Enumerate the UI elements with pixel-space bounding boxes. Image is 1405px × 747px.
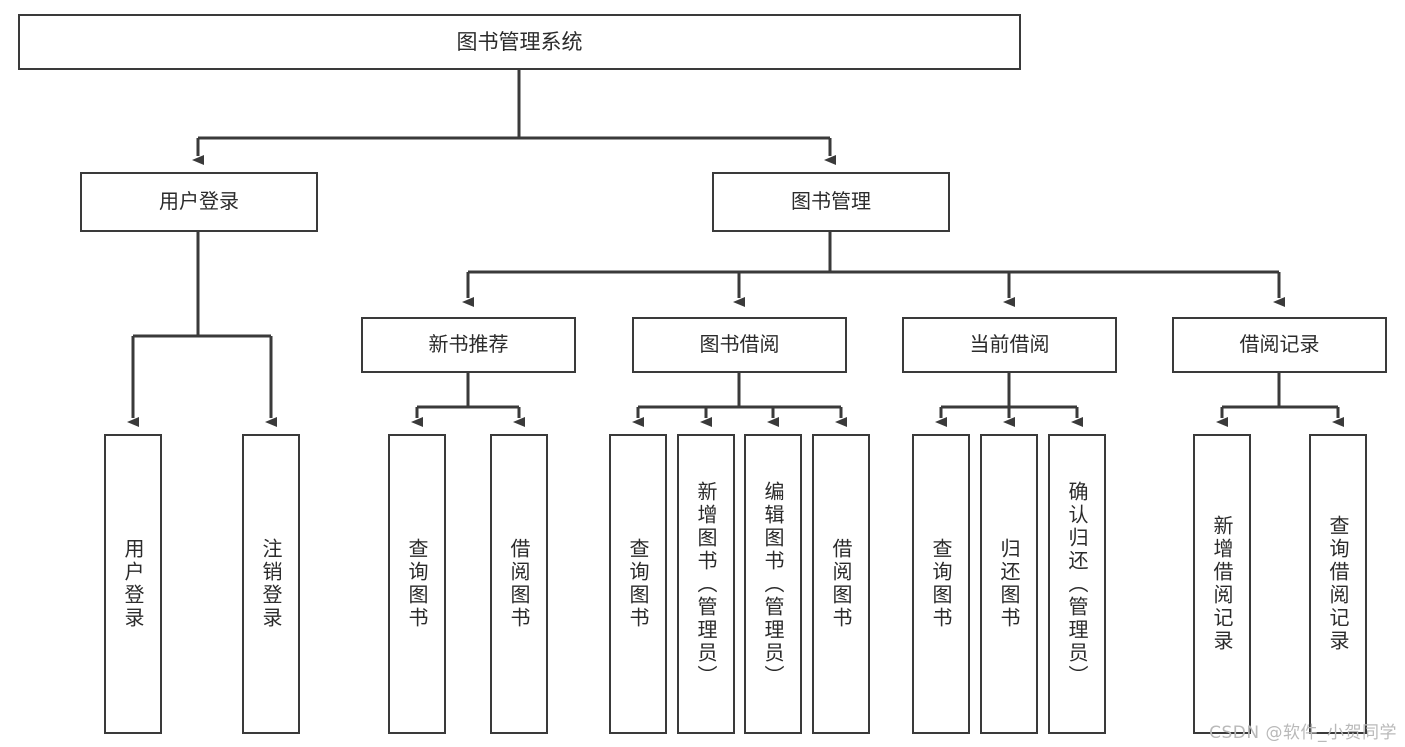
node-leaf-user-login-label: 用户登录: [121, 538, 145, 630]
node-root[interactable]: 图书管理系统: [18, 14, 1021, 70]
node-leaf-logout[interactable]: 注销登录: [242, 434, 300, 734]
csdn-watermark: CSDN @软件_小贺同学: [1209, 723, 1397, 743]
node-leaf-query-book-2-label: 查询图书: [626, 538, 650, 630]
node-leaf-borrow-book-1-label: 借阅图书: [507, 538, 531, 630]
node-leaf-add-record[interactable]: 新增借阅记录: [1193, 434, 1251, 734]
node-leaf-return-book[interactable]: 归还图书: [980, 434, 1038, 734]
node-leaf-add-book[interactable]: 新增图书（管理员）: [677, 434, 735, 734]
node-book-manage[interactable]: 图书管理: [712, 172, 950, 232]
node-book-borrow[interactable]: 图书借阅: [632, 317, 847, 373]
node-leaf-add-book-label: 新增图书（管理员）: [694, 480, 718, 688]
node-leaf-borrow-book-1[interactable]: 借阅图书: [490, 434, 548, 734]
node-leaf-confirm-return[interactable]: 确认归还（管理员）: [1048, 434, 1106, 734]
node-leaf-edit-book-label: 编辑图书（管理员）: [761, 480, 785, 688]
node-book-borrow-label: 图书借阅: [699, 332, 780, 357]
node-current-borrow-label: 当前借阅: [969, 332, 1050, 357]
node-leaf-borrow-book-2[interactable]: 借阅图书: [812, 434, 870, 734]
node-leaf-edit-book[interactable]: 编辑图书（管理员）: [744, 434, 802, 734]
node-leaf-confirm-return-label: 确认归还（管理员）: [1065, 480, 1089, 688]
node-leaf-add-record-label: 新增借阅记录: [1210, 515, 1234, 653]
node-leaf-query-record[interactable]: 查询借阅记录: [1309, 434, 1367, 734]
node-leaf-borrow-book-2-label: 借阅图书: [829, 538, 853, 630]
node-root-label: 图书管理系统: [456, 29, 583, 54]
node-book-manage-label: 图书管理: [791, 189, 871, 214]
node-leaf-return-book-label: 归还图书: [997, 538, 1021, 630]
node-new-book-recommend-label: 新书推荐: [428, 332, 509, 357]
node-borrow-record-label: 借阅记录: [1239, 332, 1320, 357]
node-current-borrow[interactable]: 当前借阅: [902, 317, 1117, 373]
node-leaf-query-book-3[interactable]: 查询图书: [912, 434, 970, 734]
node-user-login-label: 用户登录: [159, 189, 239, 214]
node-leaf-user-login[interactable]: 用户登录: [104, 434, 162, 734]
node-leaf-query-book-2[interactable]: 查询图书: [609, 434, 667, 734]
node-user-login[interactable]: 用户登录: [80, 172, 318, 232]
node-leaf-query-book-1-label: 查询图书: [405, 538, 429, 630]
node-new-book-recommend[interactable]: 新书推荐: [361, 317, 576, 373]
node-leaf-query-book-3-label: 查询图书: [929, 538, 953, 630]
node-leaf-logout-label: 注销登录: [259, 538, 283, 630]
node-borrow-record[interactable]: 借阅记录: [1172, 317, 1387, 373]
node-leaf-query-record-label: 查询借阅记录: [1326, 515, 1350, 653]
node-leaf-query-book-1[interactable]: 查询图书: [388, 434, 446, 734]
